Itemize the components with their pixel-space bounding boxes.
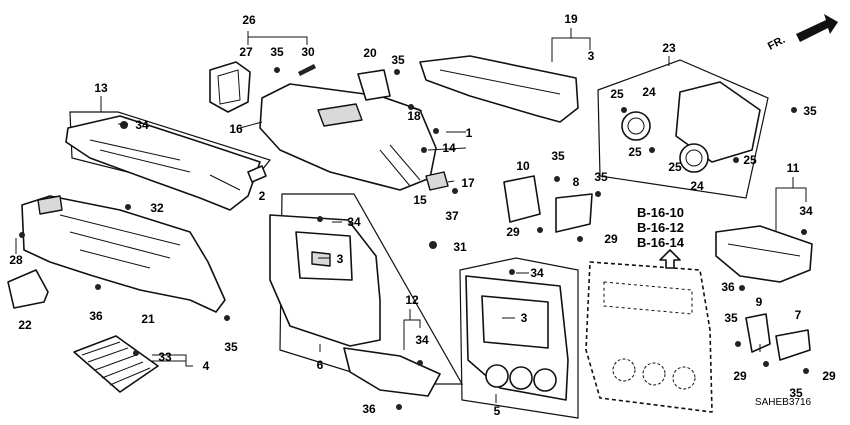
callout-12: 12	[405, 293, 419, 307]
bracket-9-part	[745, 313, 771, 353]
pocket-12-part	[343, 347, 441, 397]
callout-36: 36	[721, 280, 735, 294]
callout-25: 25	[610, 87, 624, 101]
callout-24: 24	[642, 85, 656, 99]
vent-27-part	[209, 61, 251, 113]
grille-part	[73, 335, 159, 393]
fastener-icons	[19, 64, 809, 410]
upper-dash-frame-part	[65, 111, 272, 211]
callout-7: 7	[795, 308, 802, 322]
callout-19: 19	[564, 12, 578, 26]
callout-25: 25	[668, 160, 682, 174]
callout-27: 27	[239, 45, 253, 59]
callout-6: 6	[317, 358, 324, 372]
front-direction-arrow-icon	[796, 14, 838, 42]
callout-13: 13	[94, 81, 108, 95]
callout-25: 25	[743, 153, 757, 167]
cover-22-part	[7, 269, 49, 309]
callout-31: 31	[453, 240, 467, 254]
reference-b-16-12: B-16-12	[637, 220, 684, 235]
callout-labels: 26 27 35 30 20 35 19 3 23 FR. 13 34 16 1…	[9, 12, 836, 418]
callout-21: 21	[141, 312, 155, 326]
callout-2: 2	[259, 189, 266, 203]
callout-35: 35	[803, 104, 817, 118]
callout-33: 33	[158, 350, 172, 364]
callout-29: 29	[506, 225, 520, 239]
callout-1: 1	[466, 126, 473, 140]
reference-arrow-icon	[659, 249, 681, 269]
pin-2-part	[247, 165, 267, 183]
callout-35: 35	[270, 45, 284, 59]
callout-26: 26	[242, 13, 256, 27]
audio-panel-dashed-part	[585, 261, 713, 413]
callout-14: 14	[442, 141, 456, 155]
callout-15: 15	[413, 193, 427, 207]
callout-25: 25	[628, 145, 642, 159]
callout-8: 8	[573, 175, 580, 189]
callout-16: 16	[229, 122, 243, 136]
callout-18: 18	[407, 109, 421, 123]
callout-37: 37	[445, 209, 459, 223]
callout-35: 35	[724, 311, 738, 325]
callout-34: 34	[135, 118, 149, 132]
callout-35: 35	[789, 386, 803, 400]
callout-34: 34	[530, 266, 544, 280]
callout-4: 4	[203, 359, 210, 373]
callout-11: 11	[787, 161, 800, 175]
callout-30: 30	[301, 45, 315, 59]
diagram-code: SAHEB3716	[755, 397, 812, 408]
callout-34: 34	[799, 204, 813, 218]
callout-3: 3	[337, 252, 344, 266]
callout-3: 3	[588, 49, 595, 63]
callout-20: 20	[363, 46, 377, 60]
leader-lines	[15, 28, 807, 403]
vent-housing-part	[597, 59, 769, 199]
callout-28: 28	[9, 253, 23, 267]
callout-29: 29	[604, 232, 618, 246]
cup-holder-part	[715, 225, 813, 283]
bracket-8-part	[555, 193, 593, 233]
callout-24: 24	[690, 179, 704, 193]
callout-17: 17	[461, 176, 475, 190]
bracket-10-part	[503, 175, 541, 223]
callout-35: 35	[224, 340, 238, 354]
callout-34: 34	[347, 215, 361, 229]
callout-35: 35	[391, 53, 405, 67]
reference-b-16-10: B-16-10	[637, 205, 684, 220]
callout-3: 3	[521, 311, 528, 325]
callout-35: 35	[594, 170, 608, 184]
center-panel-5-part	[459, 257, 579, 419]
callout-22: 22	[18, 318, 32, 332]
callout-34: 34	[415, 333, 429, 347]
callout-36: 36	[362, 402, 376, 416]
part-17	[425, 171, 449, 191]
direction-label: FR.	[766, 34, 787, 53]
callout-32: 32	[150, 201, 164, 215]
callout-35: 35	[551, 149, 565, 163]
glove-box-upper-part	[419, 55, 579, 123]
callout-5: 5	[494, 404, 501, 418]
reference-b-16-14: B-16-14	[637, 235, 685, 250]
callout-9: 9	[756, 295, 763, 309]
glove-box-lid-part	[259, 83, 437, 191]
callout-29: 29	[822, 369, 836, 383]
bracket-7-part	[775, 329, 811, 361]
callout-23: 23	[662, 41, 676, 55]
callout-29: 29	[733, 369, 747, 383]
callout-36: 36	[89, 309, 103, 323]
latch-20-part	[357, 69, 391, 101]
lower-dash-panel-part	[21, 195, 226, 313]
callout-10: 10	[516, 159, 530, 173]
